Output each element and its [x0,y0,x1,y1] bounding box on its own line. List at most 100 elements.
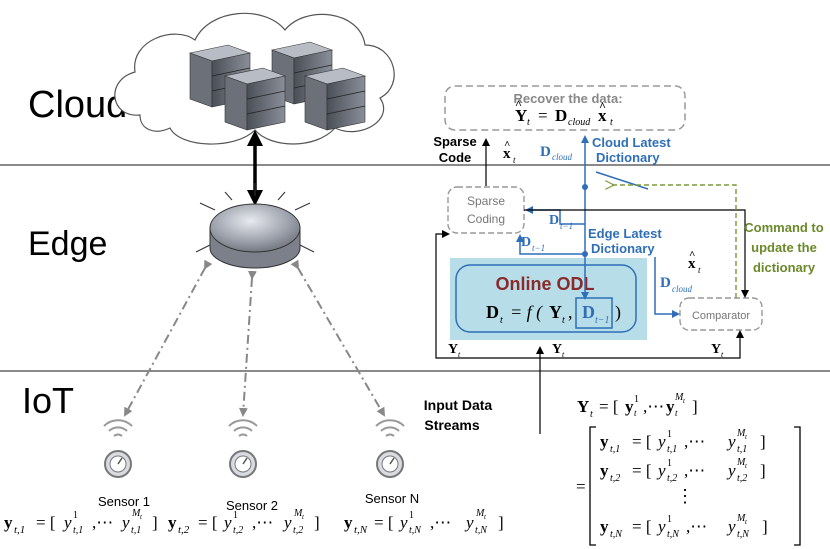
update-command-arrow [612,185,737,298]
comparator-label: Comparator [692,310,750,322]
svg-text:t: t [302,513,305,521]
edge-dict-label-2: Dictionary [591,241,655,256]
svg-text:M: M [674,392,684,403]
matrix-vdots: ⋮ [676,486,694,506]
cloud-dict-label-2: Dictionary [596,150,660,165]
svg-text:y: y [464,513,474,532]
svg-text:x: x [688,256,696,272]
svg-text:Y: Y [515,106,527,125]
svg-text:= [: = [ [632,461,652,480]
svg-text:t,1: t,1 [131,525,141,536]
svg-text:t,1: t,1 [610,444,620,455]
svg-text:= [: = [ [36,513,56,532]
svg-text:]: ] [152,513,158,532]
matrix-left-bracket [589,426,596,546]
svg-text:Y: Y [549,302,562,322]
matrix-row-1: y t,1 = [ y 1 t,1 ,⋯ y M t t,1 ] [600,428,766,455]
svg-text:y: y [600,517,609,536]
matrix-row-n: y t,N = [ y 1 t,N ,⋯ y M t t,N ] [600,513,768,540]
svg-text:t,N: t,N [610,529,623,540]
svg-text:t,2: t,2 [233,525,243,536]
svg-text:^: ^ [689,249,695,261]
svg-text:= [: = [ [632,432,652,451]
svg-text:t: t [634,408,637,418]
sensor-n-icon [375,419,405,478]
svg-text:x: x [503,146,511,162]
sparse-coding-label-2: Coding [467,212,505,226]
command-label-2: update the [751,240,817,255]
d-prev-to-sparse-2 [516,234,585,255]
svg-text:,⋯: ,⋯ [684,432,705,451]
svg-text:]: ] [692,397,698,416]
edge-dict-label-1: Edge Latest [588,226,662,241]
sensor-n-vector: y t,N = [ y 1 t,N ,⋯ y M t t,N ] [344,508,504,536]
svg-text:M: M [736,513,746,524]
recover-data-title: Recover the data: [513,91,622,106]
svg-text:): ) [615,302,621,323]
svg-text:,⋯: ,⋯ [430,513,451,532]
svg-text:cloud: cloud [672,284,692,294]
svg-text:M: M [475,508,485,519]
svg-text:t: t [140,513,143,521]
svg-text:y: y [600,432,609,451]
svg-text:Y: Y [711,342,721,357]
svg-text:t: t [745,518,748,526]
svg-text:t: t [500,315,503,326]
xhat-symbol-side: x ^ t [688,249,701,275]
svg-text:Y: Y [577,397,589,416]
sensor-2-label: Sensor 2 [226,498,278,513]
sparse-code-label-2: Code [439,150,472,165]
recover-data-box [444,85,686,131]
svg-text:t: t [458,350,461,359]
svg-text:y: y [398,513,408,532]
svg-text:t,2: t,2 [610,473,620,484]
arrow-up-icon [247,130,263,146]
svg-text:1: 1 [409,510,414,521]
svg-text:= f (: = f ( [510,302,543,323]
svg-text:t: t [745,433,748,441]
y-to-sparse-coding [435,230,540,359]
odl-equation: D t = f ( Y t , D t−1 ) [486,302,621,326]
svg-text:y: y [666,397,675,416]
online-odl-box [455,264,637,333]
svg-text:= [: = [ [198,513,218,532]
svg-text:,⋯: ,⋯ [643,397,664,416]
svg-text:= [: = [ [632,517,652,536]
matrix-definition-header: Y t = [ y 1 t ,⋯ y M t t ] [577,392,698,420]
svg-text:t: t [610,117,613,128]
svg-text:D: D [555,106,567,125]
svg-text:^: ^ [515,97,522,111]
y-to-comparator [540,330,744,359]
svg-text:D: D [549,213,559,228]
svg-text:t: t [562,315,565,326]
matrix-right-bracket [794,426,801,546]
d-cloud-symbol-top: D cloud [540,144,572,162]
svg-text:,⋯: ,⋯ [684,461,705,480]
edge-sensor-links [124,259,386,417]
sensor-2-icon [228,419,258,478]
svg-text:y: y [656,461,666,480]
svg-text:y: y [600,461,609,480]
input-streams-label-1: Input Data [424,397,493,413]
svg-text:t,2: t,2 [737,473,747,484]
svg-text:t,N: t,N [475,525,488,536]
svg-text:1: 1 [73,510,78,521]
svg-text:y: y [726,461,736,480]
svg-text:t−1: t−1 [595,315,610,326]
edge-node-icon [195,183,315,269]
svg-text:t,2: t,2 [178,524,190,536]
d-prev-symbol-2: D t−1 [521,235,545,253]
matrix-row-2: y t,2 = [ y 1 t,2 ,⋯ y M t t,2 ] [600,457,766,484]
command-label-1: Command to [744,220,824,235]
d-prev-highlight [575,297,613,329]
input-streams-label-2: Streams [424,417,479,433]
svg-text:y: y [120,513,130,532]
svg-text:,⋯: ,⋯ [686,517,707,536]
svg-text:,⋯: ,⋯ [92,513,113,532]
svg-text:1: 1 [634,394,639,405]
svg-text:,⋯: ,⋯ [252,513,273,532]
svg-text:t: t [527,117,530,128]
svg-text:=: = [538,106,548,125]
cloud-dict-label-1: Cloud Latest [592,135,671,150]
svg-text:Y: Y [448,342,458,357]
